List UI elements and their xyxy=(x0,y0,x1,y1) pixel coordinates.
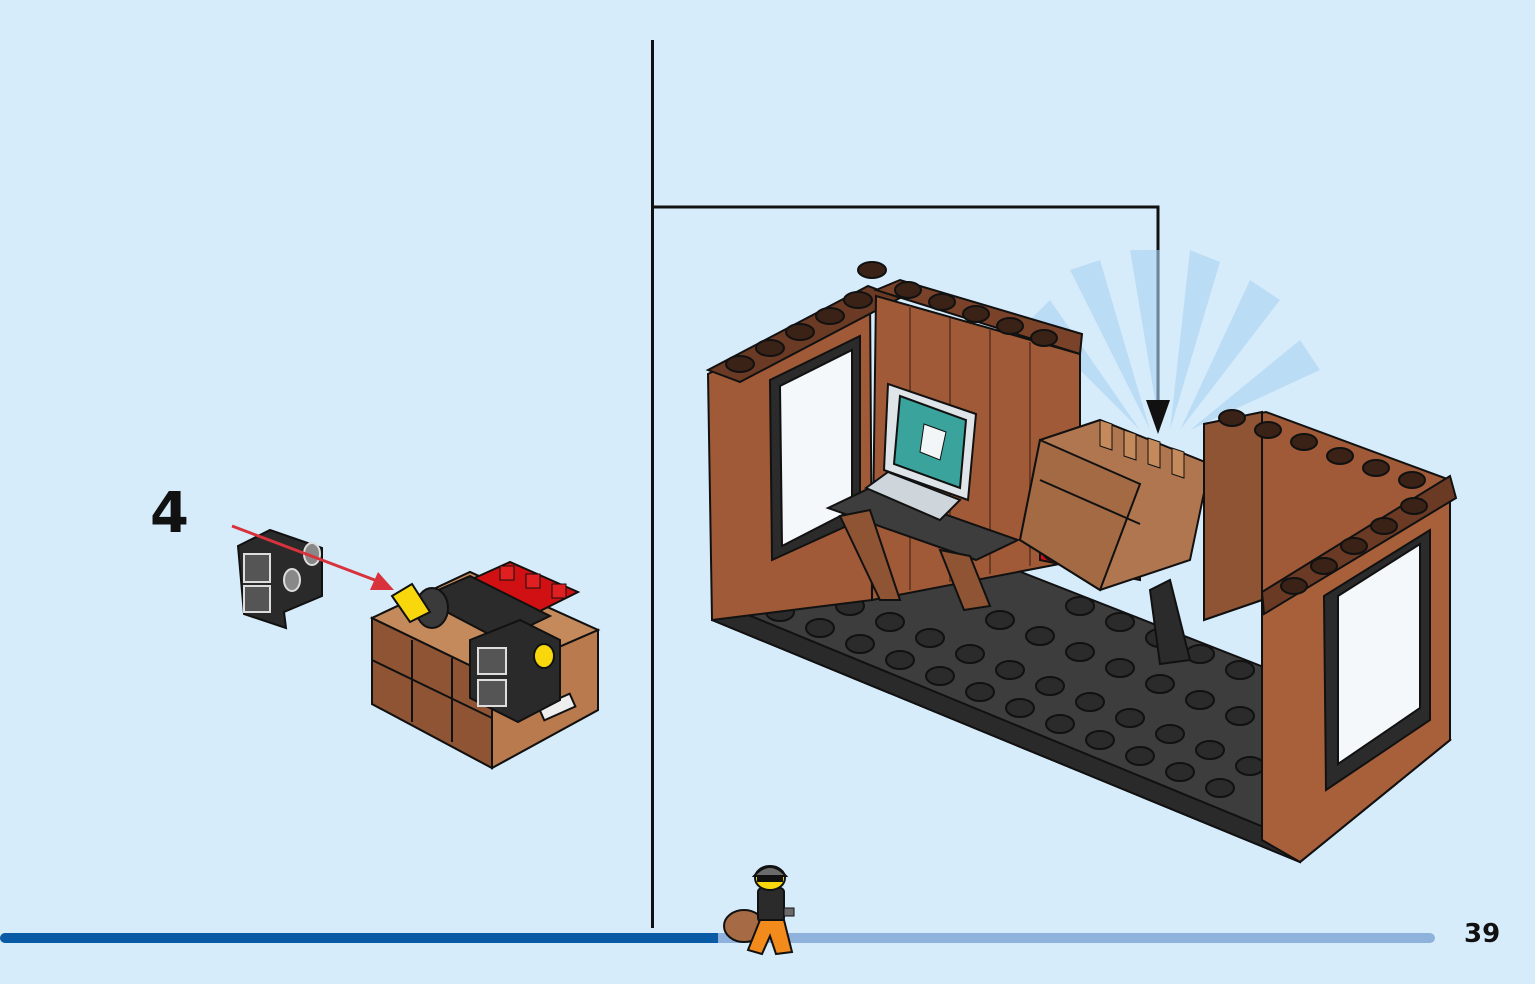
arrow-red-icon xyxy=(231,524,394,590)
right-wall xyxy=(1203,409,1458,864)
step-number: 4 xyxy=(150,481,189,546)
highlight-rays xyxy=(1030,250,1320,430)
progress-bar-fill xyxy=(0,933,718,943)
panel-divider xyxy=(651,40,654,928)
progress-bar xyxy=(0,933,1435,943)
page-number: 39 xyxy=(1464,919,1501,949)
computer-desk xyxy=(825,382,1021,612)
crate-placed xyxy=(1018,418,1212,666)
technic-bracket-part xyxy=(236,528,323,630)
arrow-down-icon xyxy=(1146,400,1170,434)
crate-assembly xyxy=(369,560,601,770)
